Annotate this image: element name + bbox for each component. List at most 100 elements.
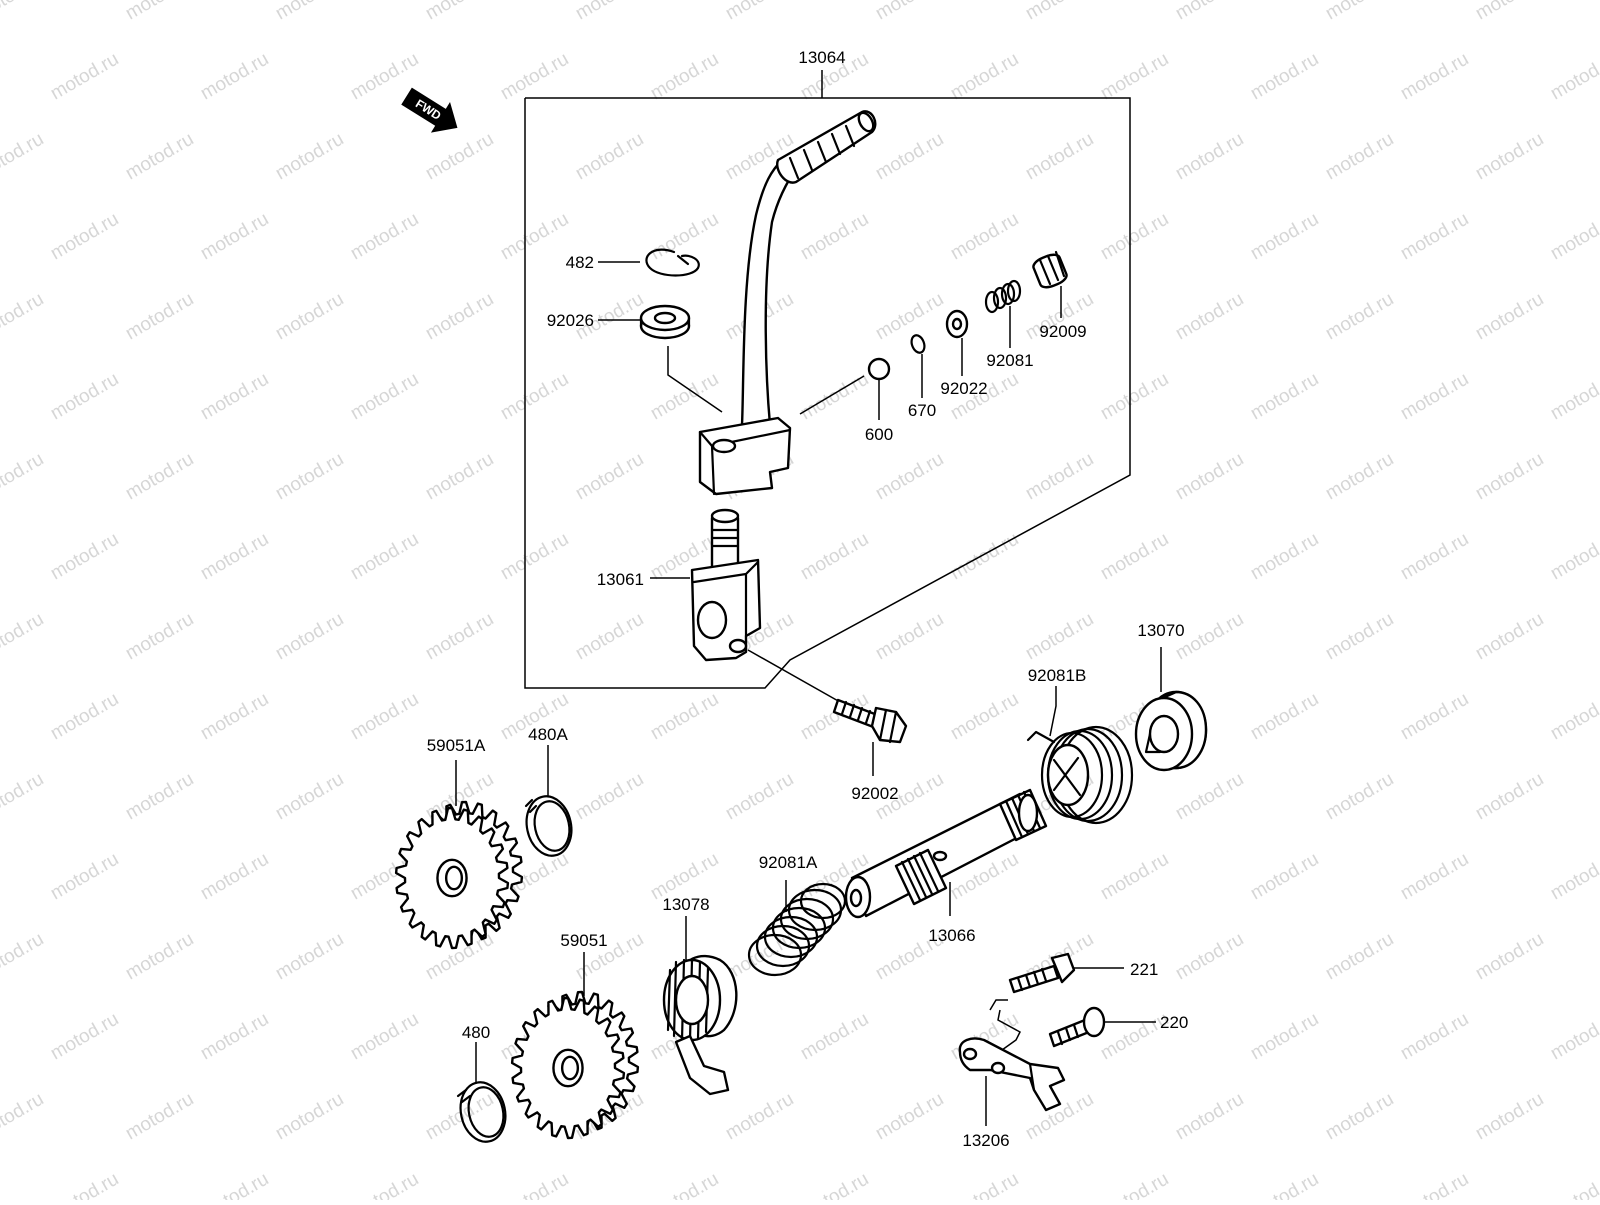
watermark-text: motod.ru	[1172, 929, 1247, 985]
watermark-text: motod.ru	[347, 369, 422, 425]
watermark-text: motod.ru	[1472, 769, 1547, 825]
watermark-text: motod.ru	[572, 609, 647, 665]
coil-spring-92081A	[747, 882, 847, 977]
label-59051: 59051	[560, 931, 607, 950]
watermark-text: motod.ru	[1172, 0, 1247, 24]
watermark-text: motod.ru	[197, 1169, 272, 1200]
watermark-text: motod.ru	[197, 529, 272, 585]
circlip-480A	[524, 795, 573, 857]
leader-13061-bolt	[747, 649, 841, 703]
watermark-text: motod.ru	[0, 609, 47, 665]
label-92026: 92026	[547, 311, 594, 330]
kick-pedal-arm	[698, 110, 877, 496]
bolt-92002	[832, 698, 908, 744]
watermark-text: motod.ru	[1322, 129, 1397, 185]
watermark-text: motod.ru	[0, 129, 47, 185]
watermark-text: motod.ru	[122, 929, 197, 985]
ball-600	[867, 357, 891, 381]
watermark-text: motod.ru	[872, 1089, 947, 1145]
watermark-text: motod.ru	[1397, 1169, 1472, 1200]
collar-13070	[1134, 690, 1208, 772]
watermark-text: motod.ru	[272, 289, 347, 345]
watermark-text: motod.ru	[947, 49, 1022, 105]
watermark-text: motod.ru	[1397, 689, 1472, 745]
watermark-text: motod.ru	[197, 849, 272, 905]
watermark-text: motod.ru	[497, 369, 572, 425]
watermark-text: motod.ru	[1547, 369, 1600, 425]
label-59051A: 59051A	[427, 736, 486, 755]
watermark-text: motod.ru	[1547, 1169, 1600, 1200]
watermark-text: motod.ru	[197, 689, 272, 745]
watermark-text: motod.ru	[272, 929, 347, 985]
washer-92026	[639, 304, 691, 340]
label-480A: 480A	[528, 725, 568, 744]
watermark-text: motod.ru	[797, 529, 872, 585]
ratchet-13078	[662, 954, 738, 1096]
watermark-text: motod.ru	[0, 0, 47, 24]
watermark-text: motod.ru	[422, 609, 497, 665]
watermark-text: motod.ru	[122, 289, 197, 345]
watermark-text: motod.ru	[1397, 209, 1472, 265]
watermark-text: motod.ru	[1472, 129, 1547, 185]
watermark-text: motod.ru	[1247, 209, 1322, 265]
watermark-text: motod.ru	[1322, 0, 1397, 24]
label-92009: 92009	[1039, 322, 1086, 341]
watermark-text: motod.ru	[572, 449, 647, 505]
watermark-text: motod.ru	[272, 769, 347, 825]
watermark-text: motod.ru	[47, 49, 122, 105]
label-670: 670	[908, 401, 936, 420]
watermark-text: motod.ru	[272, 1089, 347, 1145]
watermark-text: motod.ru	[1397, 49, 1472, 105]
watermark-text: motod.ru	[872, 449, 947, 505]
watermark-text: motod.ru	[497, 1169, 572, 1200]
watermark-text: motod.ru	[347, 529, 422, 585]
label-92081: 92081	[986, 351, 1033, 370]
watermark-text: motod.ru	[647, 369, 722, 425]
label-221: 221	[1130, 960, 1158, 979]
watermark-text: motod.ru	[797, 1169, 872, 1200]
watermark-text: motod.ru	[0, 449, 47, 505]
watermark-text: motod.ru	[572, 0, 647, 24]
watermark-text: motod.ru	[1322, 1089, 1397, 1145]
watermark-text: motod.ru	[1022, 609, 1097, 665]
watermark-text: motod.ru	[47, 529, 122, 585]
watermark-text: motod.ru	[122, 1089, 197, 1145]
watermark-text: motod.ru	[1322, 929, 1397, 985]
watermark-text: motod.ru	[872, 129, 947, 185]
watermark-text: motod.ru	[1547, 49, 1600, 105]
watermark-text: motod.ru	[1397, 849, 1472, 905]
watermark-text: motod.ru	[797, 1009, 872, 1065]
watermark-text: motod.ru	[722, 769, 797, 825]
watermark-text: motod.ru	[1322, 289, 1397, 345]
watermark-text: motod.ru	[497, 49, 572, 105]
watermark-text: motod.ru	[1247, 369, 1322, 425]
watermark-text: motod.ru	[722, 1089, 797, 1145]
watermark-text: motod.ru	[122, 609, 197, 665]
watermark-text: motod.ru	[272, 449, 347, 505]
watermark-text: motod.ru	[947, 209, 1022, 265]
leader-13206-assembly	[997, 1009, 1021, 1051]
watermark-text: motod.ru	[122, 769, 197, 825]
label-482: 482	[566, 253, 594, 272]
leader-13206-screw	[989, 999, 1008, 1011]
watermark-text: motod.ru	[647, 49, 722, 105]
spring-92081	[984, 279, 1022, 314]
watermark-text: motod.ru	[347, 689, 422, 745]
watermark-text: motod.ru	[1397, 1009, 1472, 1065]
watermark-text: motod.ru	[422, 449, 497, 505]
watermark-text: motod.ru	[647, 689, 722, 745]
watermark-text: motod.ru	[47, 849, 122, 905]
label-13064: 13064	[798, 48, 845, 67]
label-600: 600	[865, 425, 893, 444]
watermark-text: motod.ru	[422, 129, 497, 185]
label-13066: 13066	[928, 926, 975, 945]
watermark-text: motod.ru	[947, 529, 1022, 585]
watermark-text: motod.ru	[572, 129, 647, 185]
watermark-text: motod.ru	[47, 369, 122, 425]
watermark-text: motod.ru	[47, 1169, 122, 1200]
watermark-text: motod.ru	[197, 49, 272, 105]
watermark-text: motod.ru	[1097, 49, 1172, 105]
watermark-text: motod.ru	[422, 0, 497, 24]
watermark-text: motod.ru	[1172, 289, 1247, 345]
watermark-text: motod.ru	[347, 1009, 422, 1065]
